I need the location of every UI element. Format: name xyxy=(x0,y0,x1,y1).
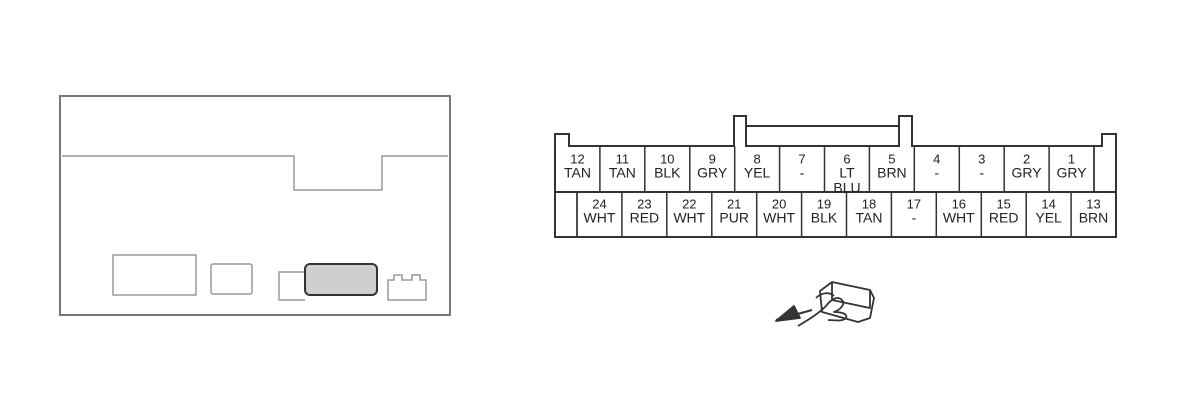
port-open xyxy=(278,271,305,301)
pin-number: 2 xyxy=(1023,151,1030,166)
pin-number: 18 xyxy=(862,196,876,211)
pin-cell: 3- xyxy=(978,151,985,180)
pin-number: 9 xyxy=(709,151,716,166)
wire-color: WHT xyxy=(763,210,795,226)
wire-color: - xyxy=(979,165,984,181)
port-clip xyxy=(387,274,427,301)
pin-cell: 7- xyxy=(798,151,805,180)
wire-color: TAN xyxy=(856,210,883,226)
pin-number: 19 xyxy=(817,196,831,211)
pin-number: 17 xyxy=(907,196,921,211)
wire-color: BLK xyxy=(811,210,838,226)
unit-panel-line xyxy=(62,155,448,191)
wire-color: RED xyxy=(630,210,660,226)
pin-number: 4 xyxy=(933,151,940,166)
pin-number: 20 xyxy=(772,196,786,211)
hand-thumb xyxy=(815,292,835,299)
arrow-head xyxy=(775,305,801,322)
pin-number: 22 xyxy=(682,196,696,211)
pin-number: 7 xyxy=(798,151,805,166)
unit-outline xyxy=(59,95,451,316)
pin-number: 10 xyxy=(660,151,674,166)
wire-color: - xyxy=(912,210,917,226)
pin-number: 21 xyxy=(727,196,741,211)
connector-location-icon xyxy=(304,263,378,296)
wire-color: PUR xyxy=(719,210,749,226)
wire-color: BLU xyxy=(833,180,860,196)
pin-number: 24 xyxy=(592,196,606,211)
hand-fingers xyxy=(797,297,848,327)
pin-labels: 12TAN11TAN10BLK9GRY8YEL7-6LTBLU5BRN4-3-2… xyxy=(564,151,1108,225)
cell-dividers xyxy=(554,146,1117,237)
pin-number: 6 xyxy=(843,151,850,166)
pin-cell: 17- xyxy=(907,196,921,225)
pin-number: 8 xyxy=(753,151,760,166)
wire-color: - xyxy=(934,165,939,181)
wire-color: YEL xyxy=(744,165,771,181)
pin-number: 12 xyxy=(570,151,584,166)
pin-number: 3 xyxy=(978,151,985,166)
wire-color: WHT xyxy=(673,210,705,226)
wire-color: YEL xyxy=(1035,210,1062,226)
wire-color: LT xyxy=(839,165,855,181)
wire-color: - xyxy=(800,165,805,181)
pin-number: 13 xyxy=(1086,196,1100,211)
connector-outline xyxy=(554,115,1117,238)
wire-color: BRN xyxy=(1079,210,1109,226)
port-small xyxy=(210,263,253,295)
wire-color: BRN xyxy=(877,165,907,181)
unit-locator-icon xyxy=(59,95,451,316)
wire-color: TAN xyxy=(564,165,591,181)
wire-color: GRY xyxy=(697,165,728,181)
wire-color: GRY xyxy=(1012,165,1043,181)
hand-pointer-arrow-icon xyxy=(775,281,875,327)
connector-face: 12TAN11TAN10BLK9GRY8YEL7-6LTBLU5BRN4-3-2… xyxy=(554,115,1117,238)
pin-number: 5 xyxy=(888,151,895,166)
pin-number: 16 xyxy=(952,196,966,211)
wire-color: WHT xyxy=(584,210,616,226)
wire-color: BLK xyxy=(654,165,681,181)
connector-plug-face xyxy=(831,282,871,309)
wire-color: WHT xyxy=(943,210,975,226)
wire-color: GRY xyxy=(1056,165,1087,181)
pin-number: 23 xyxy=(637,196,651,211)
pin-number: 11 xyxy=(616,151,630,166)
pin-cell: 4- xyxy=(933,151,940,180)
pin-number: 1 xyxy=(1068,151,1075,166)
port-large xyxy=(112,254,197,296)
pin-number: 14 xyxy=(1041,196,1055,211)
wire-color: RED xyxy=(989,210,1019,226)
pin-number: 15 xyxy=(996,196,1010,211)
wire-color: TAN xyxy=(609,165,636,181)
